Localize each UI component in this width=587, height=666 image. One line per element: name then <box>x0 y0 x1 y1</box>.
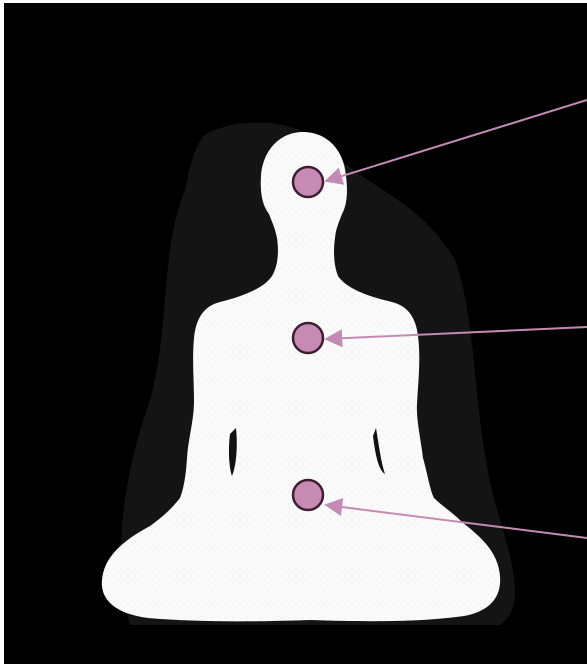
head-marker <box>293 167 323 197</box>
navel-marker <box>293 480 323 510</box>
heart-marker <box>293 323 323 353</box>
